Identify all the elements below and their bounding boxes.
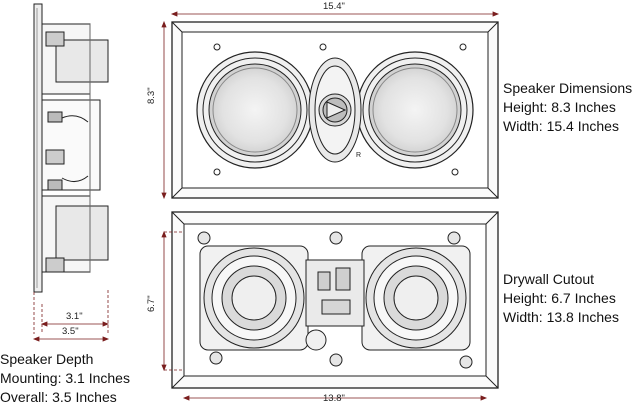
speaker-width-text: Width: 15.4 Inches <box>503 118 619 134</box>
cutout-dimension-lines <box>161 230 488 401</box>
cutout-height-text: Height: 6.7 Inches <box>503 290 616 306</box>
overall-depth-label: 3.5" <box>62 326 79 337</box>
rear-view <box>171 211 499 389</box>
speaker-height-text: Height: 8.3 Inches <box>503 99 616 115</box>
front-dimension-lines <box>161 11 500 200</box>
overall-depth-text: Overall: 3.5 Inches <box>0 389 117 405</box>
front-width-label: 15.4" <box>323 1 345 12</box>
cutout-width-text: Width: 13.8 Inches <box>503 309 619 325</box>
front-view: R <box>171 21 499 199</box>
cutout-height-label: 6.7" <box>146 295 157 312</box>
mount-depth-label: 3.1" <box>66 311 83 322</box>
mounting-depth-text: Mounting: 3.1 Inches <box>0 370 130 386</box>
speaker-dimensions-block: Speaker Dimensions Height: 8.3 Inches Wi… <box>503 79 632 136</box>
cutout-width-label: 13.8" <box>323 393 345 404</box>
svg-text:R: R <box>356 152 361 159</box>
speaker-depth-title: Speaker Depth <box>0 351 94 367</box>
speaker-dimensions-title: Speaker Dimensions <box>503 80 633 96</box>
drywall-cutout-title: Drywall Cutout <box>503 271 595 287</box>
front-height-label: 8.3" <box>146 87 157 104</box>
drywall-cutout-block: Drywall Cutout Height: 6.7 Inches Width:… <box>503 270 619 327</box>
side-view <box>33 3 109 293</box>
speaker-depth-block: Speaker Depth Mounting: 3.1 Inches Overa… <box>0 350 130 407</box>
depth-dimension-lines <box>32 290 110 342</box>
